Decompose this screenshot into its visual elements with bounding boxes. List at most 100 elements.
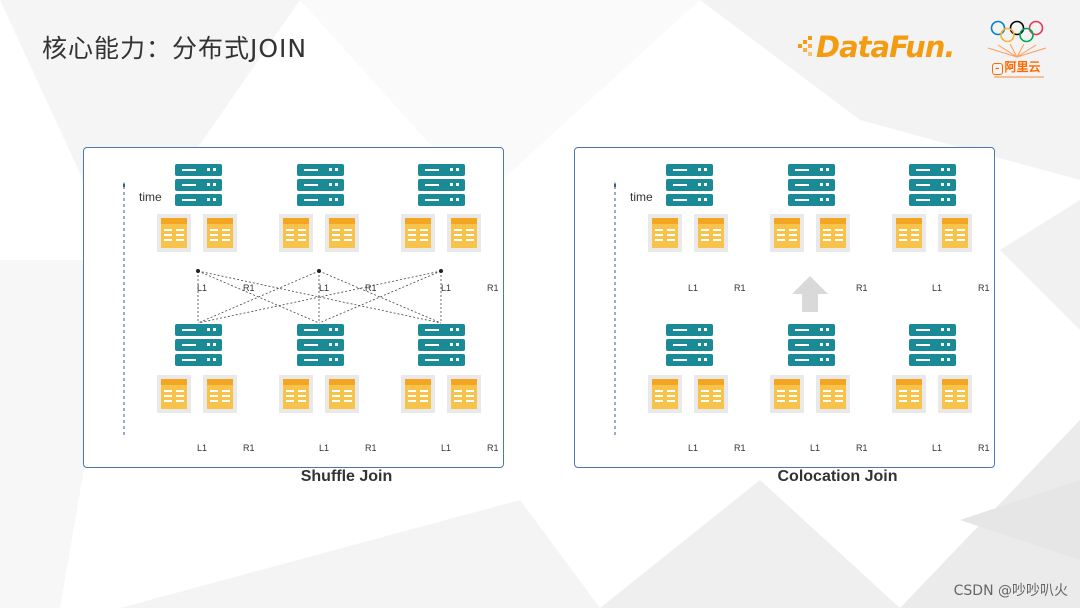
server-unit: [297, 164, 344, 176]
time-axis-arrow-icon: [614, 182, 616, 438]
olympic-rings-icon: [990, 20, 1044, 43]
server-unit: [418, 194, 465, 206]
slide-title: 核心能力：分布式JOIN: [42, 34, 308, 63]
data-table-icon: [816, 375, 850, 413]
partition-label: R1: [856, 443, 868, 453]
server-unit: [175, 164, 222, 176]
up-arrow-icon: [792, 276, 828, 312]
server-rack-icon: [788, 324, 835, 368]
data-table-icon: [157, 214, 191, 252]
data-table-icon: [938, 214, 972, 252]
server-unit: [909, 339, 956, 351]
server-rack-icon: [297, 324, 344, 368]
server-rack-icon: [666, 164, 713, 208]
partition-label: L1: [197, 443, 208, 453]
data-table-icon: [203, 214, 237, 252]
partition-label: R1: [243, 283, 255, 293]
colocation-join-caption: Colocation Join: [777, 468, 898, 485]
csdn-watermark: CSDN @吵吵叭火: [953, 583, 1068, 599]
server-unit: [418, 164, 465, 176]
sunburst-icon: [987, 44, 1047, 58]
time-axis-label: time: [630, 190, 653, 204]
server-rack-icon: [909, 164, 956, 208]
partition-label: R1: [734, 443, 746, 453]
server-unit: [909, 324, 956, 336]
server-unit: [788, 339, 835, 351]
partition-label: R1: [856, 283, 868, 293]
server-unit: [175, 324, 222, 336]
shuffle-connections: [196, 269, 443, 324]
server-unit: [666, 324, 713, 336]
server-unit: [666, 179, 713, 191]
server-unit: [788, 179, 835, 191]
partition-label: L1: [441, 283, 452, 293]
server-unit: [297, 179, 344, 191]
data-table-icon: [279, 214, 313, 252]
data-table-icon: [648, 214, 682, 252]
partition-label: L1: [932, 443, 943, 453]
server-unit: [297, 354, 344, 366]
partition-label: L1: [319, 443, 330, 453]
server-unit: [418, 354, 465, 366]
partition-label: L1: [810, 443, 821, 453]
data-table-icon: [157, 375, 191, 413]
server-unit: [788, 324, 835, 336]
partition-label: R1: [365, 443, 377, 453]
data-table-icon: [648, 375, 682, 413]
time-axis-arrow-icon: [123, 182, 125, 438]
data-table-icon: [447, 214, 481, 252]
server-unit: [909, 354, 956, 366]
partition-label: L1: [688, 283, 699, 293]
partition-label: L1: [441, 443, 452, 453]
shuffle-join-caption: Shuffle Join: [300, 468, 393, 485]
aliyun-logo: –阿里云: [982, 20, 1052, 86]
data-table-icon: [279, 375, 313, 413]
server-unit: [175, 339, 222, 351]
data-table-icon: [816, 214, 850, 252]
server-unit: [418, 179, 465, 191]
data-table-icon: [401, 214, 435, 252]
partition-label: L1: [932, 283, 943, 293]
data-table-icon: [694, 375, 728, 413]
data-table-icon: [203, 375, 237, 413]
data-table-icon: [325, 214, 359, 252]
server-rack-icon: [666, 324, 713, 368]
server-unit: [909, 179, 956, 191]
aliyun-wordmark: –阿里云: [992, 58, 1041, 75]
server-unit: [175, 179, 222, 191]
aliyun-tagline: [994, 76, 1044, 78]
data-table-icon: [447, 375, 481, 413]
server-unit: [909, 194, 956, 206]
server-unit: [175, 354, 222, 366]
server-unit: [788, 194, 835, 206]
partition-label: R1: [978, 283, 990, 293]
server-unit: [666, 194, 713, 206]
partition-label: L1: [688, 443, 699, 453]
server-rack-icon: [909, 324, 956, 368]
server-rack-icon: [175, 324, 222, 368]
server-unit: [297, 194, 344, 206]
datafun-logo: DataFun.: [798, 30, 955, 64]
partition-label: R1: [487, 283, 499, 293]
partition-label: R1: [243, 443, 255, 453]
data-table-icon: [938, 375, 972, 413]
time-axis-label: time: [139, 190, 162, 204]
datafun-dots-icon: [798, 36, 812, 56]
data-table-icon: [694, 214, 728, 252]
server-rack-icon: [175, 164, 222, 208]
server-unit: [666, 339, 713, 351]
server-unit: [418, 324, 465, 336]
partition-label: L1: [319, 283, 330, 293]
server-unit: [297, 324, 344, 336]
server-unit: [297, 339, 344, 351]
data-table-icon: [770, 214, 804, 252]
server-unit: [788, 354, 835, 366]
partition-label: L1: [197, 283, 208, 293]
data-table-icon: [892, 214, 926, 252]
server-unit: [418, 339, 465, 351]
data-table-icon: [892, 375, 926, 413]
datafun-wordmark: DataFun.: [816, 30, 955, 64]
data-table-icon: [770, 375, 804, 413]
